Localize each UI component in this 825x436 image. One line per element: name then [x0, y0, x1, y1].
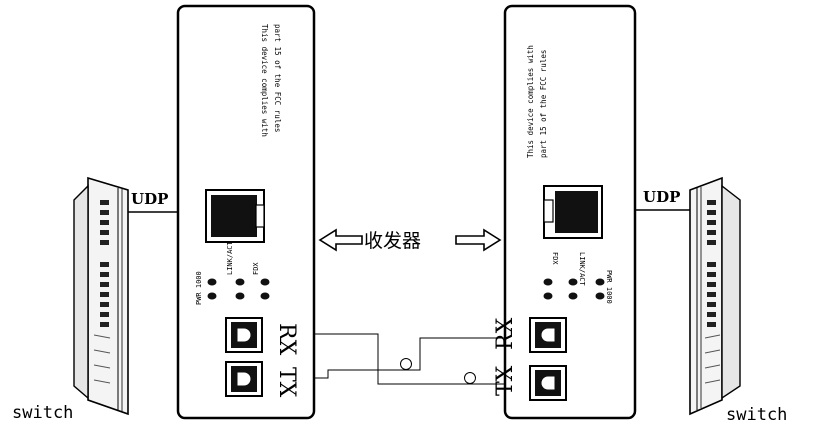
left-transceiver: This device complies with part 15 of the…	[176, 4, 316, 420]
right-fcc-text-line1: This device complies with	[526, 45, 535, 158]
right-led-fdx-icon	[543, 278, 553, 300]
left-fiber-tx-port[interactable]	[225, 361, 263, 397]
fiber-cables	[314, 333, 530, 385]
right-tx-label: TX	[493, 365, 518, 396]
center-transceiver-label: 收发器	[364, 230, 421, 252]
center-double-arrow: 收发器	[318, 228, 502, 252]
right-led-label-link: LINK/ACT	[578, 252, 586, 287]
right-fcc-text-line2: part 15 of the FCC rules	[539, 50, 548, 158]
right-arrow-icon	[455, 228, 502, 252]
right-switch-ports	[707, 200, 716, 327]
right-led-pwr-icon	[595, 278, 605, 300]
fiber-cable-rx-to-tx	[314, 333, 530, 385]
left-led-label-link: LINK/ACT	[226, 240, 234, 275]
left-led-label-fdx: FDX	[252, 262, 260, 275]
fiber-loop-icon	[400, 358, 412, 370]
right-rj45-port[interactable]	[543, 185, 603, 239]
left-led-pwr-icon	[207, 278, 217, 300]
right-switch	[689, 176, 741, 416]
right-udp-label: UDP	[643, 188, 680, 206]
fiber-loop-icon	[464, 372, 476, 384]
left-switch-label: switch	[12, 403, 73, 423]
left-udp-label: UDP	[131, 190, 168, 208]
right-switch-label: switch	[726, 405, 787, 425]
right-led-link-icon	[568, 278, 578, 300]
fiber-cable-tx-to-rx	[314, 337, 530, 379]
right-fiber-tx-port[interactable]	[529, 365, 567, 401]
left-led-label-pwr: PWR 1000	[195, 271, 203, 305]
left-led-fdx-icon	[260, 278, 270, 300]
left-arrow-icon	[318, 228, 363, 252]
right-status-leds: FDX LINK/ACT PWR 1000	[543, 252, 613, 304]
left-switch	[73, 176, 129, 416]
left-switch-ports	[100, 200, 109, 327]
left-tx-label: TX	[274, 367, 299, 398]
right-led-label-fdx: FDX	[551, 252, 559, 265]
left-fcc-text-line1: This device complies with	[260, 24, 269, 137]
left-led-link-icon	[235, 278, 245, 300]
left-rj45-port[interactable]	[205, 189, 265, 243]
right-fiber-rx-port[interactable]	[529, 317, 567, 353]
left-rx-label: RX	[274, 323, 299, 356]
right-rx-label: RX	[493, 317, 518, 350]
right-led-label-pwr: PWR 1000	[605, 270, 613, 304]
left-fcc-text-line2: part 15 of the FCC rules	[273, 24, 282, 132]
right-transceiver: This device complies with part 15 of the…	[493, 4, 637, 420]
left-status-leds: PWR 1000 LINK/ACT FDX	[195, 240, 270, 305]
left-fiber-rx-port[interactable]	[225, 317, 263, 353]
